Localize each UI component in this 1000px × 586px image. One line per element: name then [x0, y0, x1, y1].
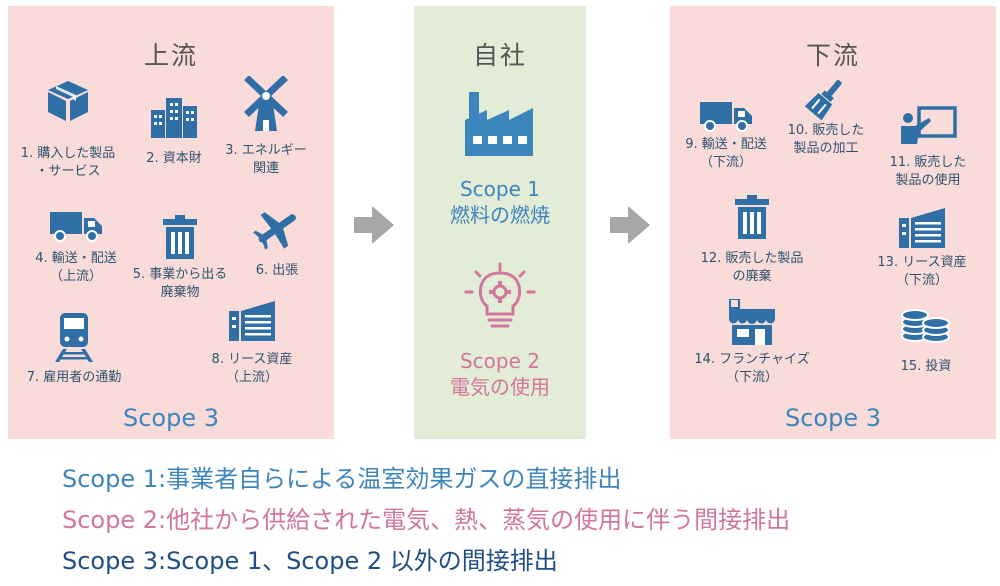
downstream-item-9: 9. 輸送・配送 （下流） [666, 100, 786, 172]
truck-icon [50, 212, 102, 242]
downstream-item-label: 15. 投資 [900, 359, 952, 374]
own-company-panel: 自社 Scope 1 燃料の燃焼 [414, 6, 586, 439]
trash-icon [163, 215, 197, 259]
windmill-icon [244, 76, 288, 131]
upstream-panel: 上流 1. 購入した製品 ・サービス 2. 資本財 [8, 6, 334, 439]
upstream-item-5: 5. 事業から出る 廃棄物 [120, 214, 240, 302]
upstream-item-1: 1. 購入した製品 ・サービス [8, 79, 128, 181]
truck-icon [700, 102, 752, 132]
brush-icon [804, 80, 842, 120]
upstream-item-label: 7. 雇用者の通勤 [26, 370, 122, 385]
upstream-item-4: 4. 輸送・配送 （上流） [16, 210, 136, 286]
own-title: 自社 [472, 41, 527, 70]
lightbulb-gear-icon [464, 262, 536, 328]
downstream-title: 下流 [805, 41, 860, 70]
trash-icon [735, 195, 769, 239]
upstream-item-label: 3. エネルギー 関連 [225, 143, 307, 176]
legend-scope3: Scope 3:Scope 1、Scope 2 以外の間接排出 [62, 547, 558, 575]
upstream-item-3: 3. エネルギー 関連 [206, 76, 326, 178]
downstream-scope3-label: Scope 3 [784, 404, 881, 432]
bulb-icon-wrap [414, 262, 586, 334]
downstream-item-10: 10. 販売した 製品の加工 [766, 76, 886, 158]
scope2-desc: 電気の使用 [450, 375, 550, 399]
downstream-item-13: 13. リース資産 （下流） [862, 206, 982, 290]
downstream-item-15: 15. 投資 [866, 308, 986, 376]
upstream-item-label: 2. 資本財 [146, 151, 202, 166]
upstream-item-label: 8. リース資産 （上流） [211, 352, 293, 385]
coins-icon [901, 309, 950, 343]
downstream-item-label: 11. 販売した 製品の使用 [889, 155, 967, 188]
downstream-panel: 下流 9. 輸送・配送 （下流） 10. 販売した 製品の加工 [670, 6, 996, 439]
airplane-icon [253, 212, 296, 250]
legend-scope2: Scope 2:他社から供給された電気、熱、蒸気の使用に伴う間接排出 [62, 506, 791, 534]
arrow-right-icon [354, 206, 394, 244]
buildings-icon [151, 98, 197, 138]
train-icon [55, 313, 93, 362]
downstream-item-label: 13. リース資産 （下流） [877, 255, 967, 288]
arrow-right-icon [610, 206, 650, 244]
scope1-desc: 燃料の燃焼 [450, 203, 550, 227]
factory-icon [465, 92, 533, 156]
downstream-item-label: 9. 輸送・配送 （下流） [685, 137, 767, 170]
scope2-block: Scope 2 電気の使用 [414, 348, 586, 400]
box-icon [48, 81, 88, 121]
legend-scope1: Scope 1:事業者自らによる温室効果ガスの直接排出 [62, 465, 622, 493]
downstream-item-label: 12. 販売した製品 の廃棄 [700, 251, 804, 284]
lease-building-icon [899, 208, 945, 248]
lease-building-icon [229, 301, 275, 341]
downstream-item-label: 10. 販売した 製品の加工 [787, 123, 865, 156]
downstream-item-14: 14. フランチャイズ （下流） [692, 299, 812, 387]
upstream-item-label: 4. 輸送・配送 （上流） [35, 251, 117, 284]
upstream-item-label: 5. 事業から出る 廃棄物 [132, 267, 228, 300]
upstream-scope3-label: Scope 3 [122, 404, 219, 432]
downstream-item-label: 14. フランチャイズ （下流） [694, 352, 810, 385]
downstream-item-11: 11. 販売した 製品の使用 [868, 104, 988, 190]
upstream-item-8: 8. リース資産 （上流） [192, 299, 312, 387]
store-icon [729, 299, 775, 345]
upstream-item-6: 6. 出張 [217, 204, 337, 280]
upstream-item-7: 7. 雇用者の通勤 [14, 311, 134, 387]
factory-icon-wrap [414, 90, 586, 158]
upstream-item-label: 6. 出張 [255, 263, 299, 278]
scope2-name: Scope 2 [459, 349, 540, 373]
scope1-block: Scope 1 燃料の燃焼 [414, 176, 586, 228]
upstream-title: 上流 [143, 41, 198, 70]
downstream-item-12: 12. 販売した製品 の廃棄 [692, 194, 812, 286]
scope1-name: Scope 1 [459, 177, 540, 201]
presentation-icon [901, 106, 957, 144]
upstream-item-2: 2. 資本財 [114, 96, 234, 168]
upstream-item-label: 1. 購入した製品 ・サービス [20, 146, 116, 179]
